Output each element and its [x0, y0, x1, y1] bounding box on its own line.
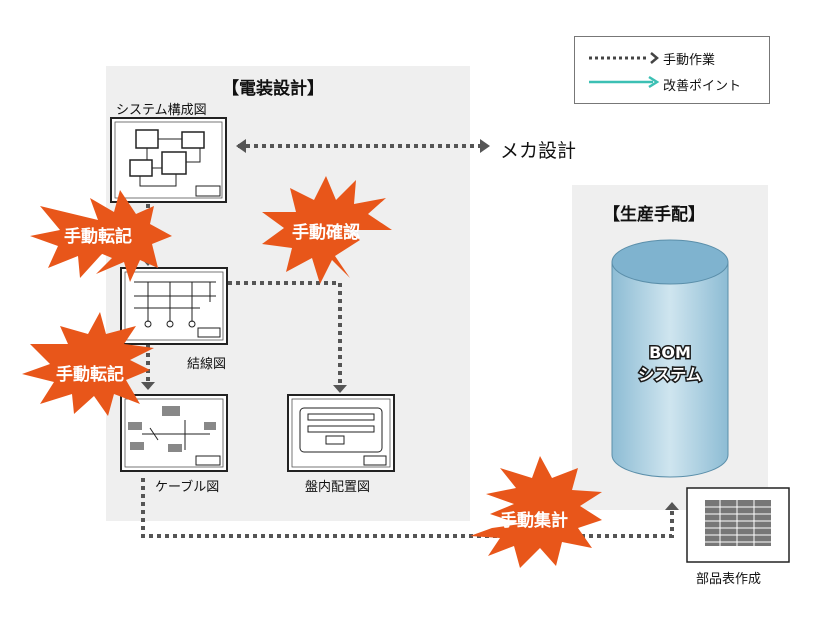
burst-confirm-text: 手動確認: [292, 222, 360, 243]
burst-transcribe-2-text: 手動転記: [56, 364, 124, 385]
parts-list-label: 部品表作成: [696, 572, 762, 587]
bom-label-line2: システム: [638, 365, 702, 384]
burst-aggregate-text: 手動集計: [500, 510, 568, 531]
legend-dotted-arrow: [589, 52, 659, 64]
system-diagram-doc: [110, 117, 227, 203]
legend-improve-label: 改善ポイント: [663, 79, 742, 94]
electrical-design-title: 【電装設計】: [222, 79, 324, 99]
burst-transcribe-2: [22, 312, 154, 416]
system-diagram-label: システム構成図: [116, 103, 207, 118]
production-title: 【生産手配】: [603, 205, 705, 225]
legend-teal-arrow: [589, 75, 660, 89]
legend-manual-label: 手動作業: [663, 53, 716, 68]
bom-label: BOM システム: [637, 342, 704, 386]
panel-layout-label: 盤内配置図: [305, 480, 371, 495]
parts-list-doc: [686, 487, 790, 563]
burst-transcribe-1: [30, 190, 172, 282]
bom-database-cylinder: [611, 239, 729, 478]
cable-diagram-label: ケーブル図: [155, 480, 220, 495]
burst-texts: 手動転記 手動確認 手動転記 手動集計: [56, 222, 568, 531]
burst-aggregate: [470, 456, 602, 568]
cable-diagram-doc: [120, 394, 228, 472]
mecha-design-label: メカ設計: [500, 140, 577, 162]
panel-layout-doc: [287, 394, 395, 472]
legend-box: 手動作業 改善ポイント: [574, 36, 770, 104]
burst-transcribe-1-text: 手動転記: [64, 226, 132, 247]
burst-confirm: [262, 176, 392, 284]
burst-shapes: [22, 176, 602, 568]
wiring-diagram-doc: [120, 267, 228, 345]
bom-label-line1: BOM: [649, 343, 691, 362]
wiring-diagram-label: 結線図: [187, 357, 227, 372]
manual-flow-arrows: [141, 144, 674, 538]
